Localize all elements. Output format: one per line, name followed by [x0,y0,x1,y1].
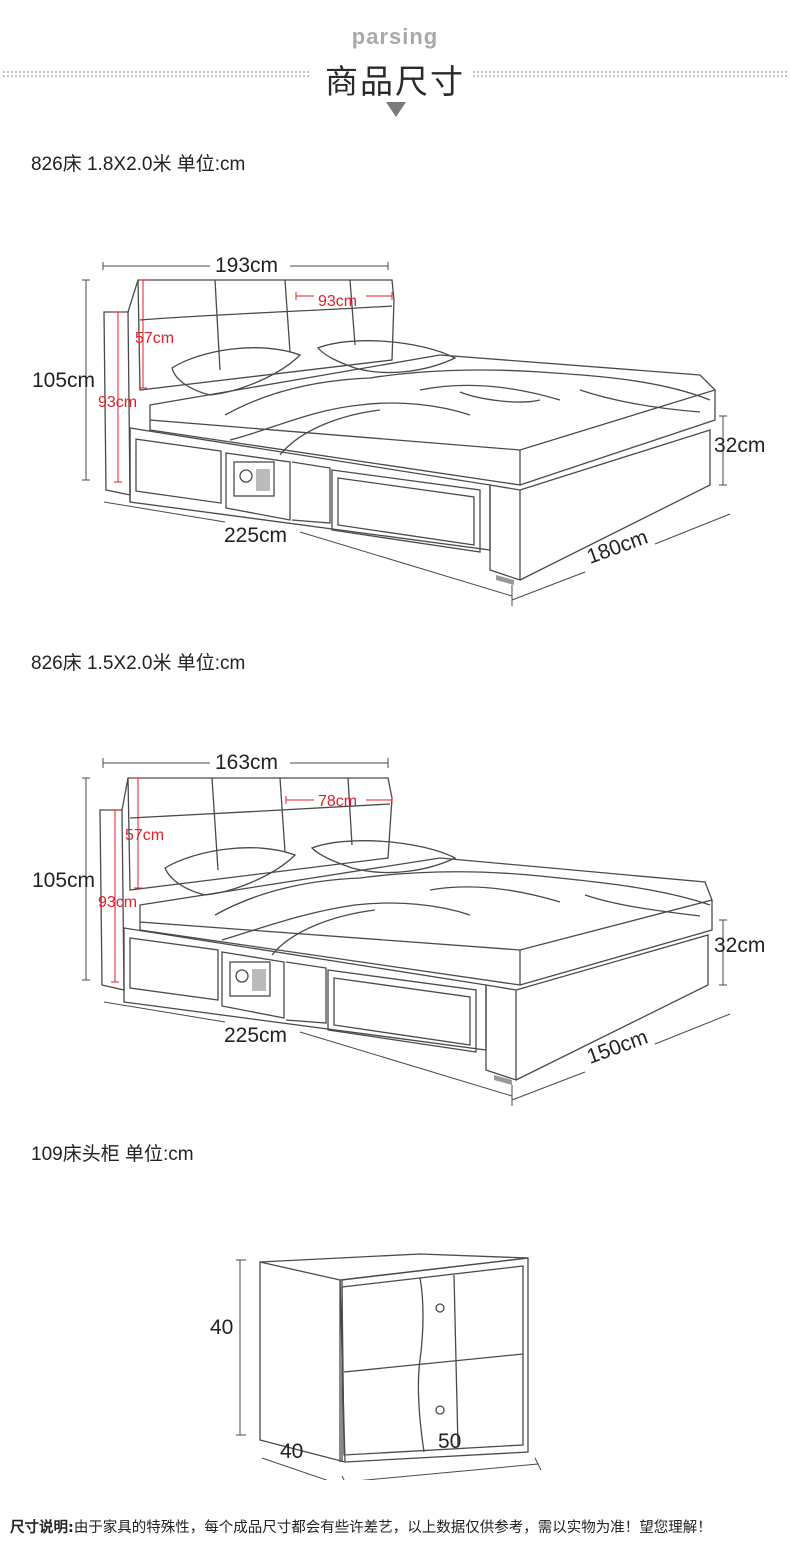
bed-18-frame-height-label: 32cm [714,434,765,457]
bed-15-width-label: 163cm [215,751,278,774]
bed-15-cushion-label: 78cm [318,793,357,810]
bed-outline [99,777,713,1085]
bed-15-frame-height-label: 32cm [714,934,765,957]
bed-15-cushion-height-label: 57cm [125,827,164,844]
nightstand-height-label: 40 [210,1316,233,1339]
nightstand-caption: 109床头柜 单位:cm [31,1144,194,1165]
bed-18-width-label: 193cm [215,254,278,277]
bed-18-dimension-lines [82,262,731,606]
section-title: 商品尺寸 [325,62,465,101]
bed-18-headboard-label: 93cm [98,394,137,411]
bed-15-depth-label: 150cm [584,1026,651,1069]
bed-15-red-lines [111,777,393,983]
bed-18-height-label: 105cm [32,369,95,392]
bed-18-cushion-height-label: 57cm [135,330,174,347]
bed-18-red-lines [114,279,393,483]
bed-15-headboard-label: 93cm [98,894,137,911]
bed-15-caption: 826床 1.5X2.0米 单位:cm [31,653,246,674]
down-arrow-icon [386,102,406,117]
english-title: parsing [351,24,439,49]
size-note-text: 由于家具的特殊性，每个成品尺寸都会有些许差艺，以上数据仅供参考，需以实物为准！望… [73,1520,712,1536]
bed-15-dimension-lines [82,758,731,1106]
dotted-divider-left [2,70,310,78]
bed-18-cushion-label: 93cm [318,293,357,310]
size-note: 尺寸说明:由于家具的特殊性，每个成品尺寸都会有些许差艺，以上数据仅供参考，需以实… [10,1516,790,1537]
bed-18-caption: 826床 1.8X2.0米 单位:cm [31,154,246,175]
nightstand-depth-label: 40 [280,1440,303,1463]
nightstand-dimension-lines [236,1259,542,1480]
bed-15-drawing: 163cm 78cm 57cm 105cm 93cm 32cm 225cm 15… [32,751,765,1106]
nightstand-width-label: 50 [438,1430,461,1453]
bed-18-length-label: 225cm [224,524,287,547]
bed-outline [103,279,717,585]
nightstand-drawing: 40 40 50 [210,1253,542,1480]
bed-18-drawing: 193cm 93cm 57cm 105cm 93cm 32cm 225cm 18… [32,254,765,606]
nightstand-outline [259,1253,529,1463]
section-header: parsing 商品尺寸 [0,0,790,130]
dotted-divider-right [472,70,788,78]
size-note-label: 尺寸说明: [10,1520,74,1536]
bed-15-height-label: 105cm [32,869,95,892]
bed-15-length-label: 225cm [224,1024,287,1047]
